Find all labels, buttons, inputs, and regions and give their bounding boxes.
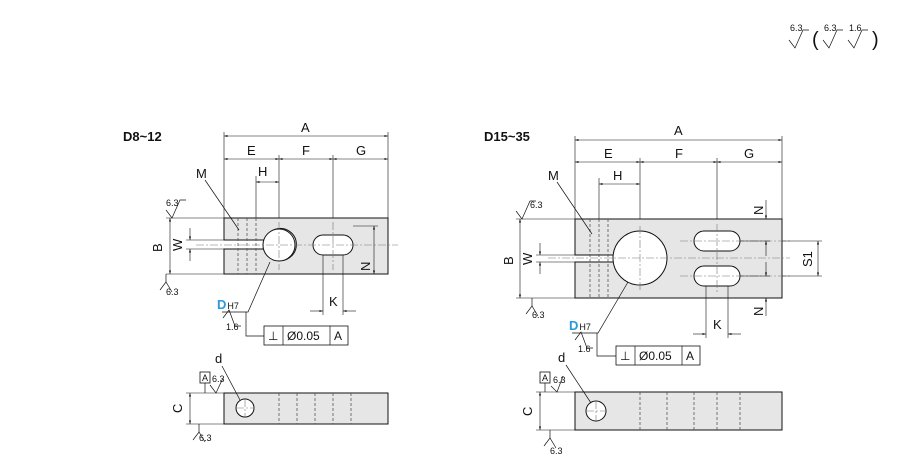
right-view: D15~35 A E F G H M xyxy=(484,123,822,456)
left-dim-B: B xyxy=(150,243,165,252)
left-roughness-side-bottom: 6.3 xyxy=(192,424,212,443)
right-dim-C: C xyxy=(520,407,535,416)
right-side-body xyxy=(574,391,783,431)
right-part-body xyxy=(574,218,783,299)
svg-text:6.3: 6.3 xyxy=(166,287,179,297)
svg-text:Ø0.05: Ø0.05 xyxy=(287,329,320,343)
right-label-d: d xyxy=(558,350,565,365)
svg-text:1.6: 1.6 xyxy=(226,322,239,332)
right-dim-A: A xyxy=(674,123,683,138)
svg-text:6.3: 6.3 xyxy=(553,375,566,385)
left-label-M: M xyxy=(196,166,207,181)
paren-open: ( xyxy=(812,29,819,51)
svg-text:1.6: 1.6 xyxy=(849,23,862,33)
svg-text:6.3: 6.3 xyxy=(550,446,563,456)
svg-text:⊥: ⊥ xyxy=(620,349,630,363)
svg-text:6.3: 6.3 xyxy=(824,23,837,33)
left-dim-K: K xyxy=(329,294,338,309)
left-view-title: D8~12 xyxy=(123,129,162,144)
left-roughness-side: 6.3 xyxy=(209,374,225,394)
roughness-symbol-default: 6.3 xyxy=(788,23,809,49)
right-dim-W: W xyxy=(520,252,535,265)
right-dim-S1: S1 xyxy=(800,251,815,267)
svg-text:6.3: 6.3 xyxy=(166,198,179,208)
left-dim-E: E xyxy=(247,143,256,158)
svg-text:A: A xyxy=(334,329,342,343)
right-dim-E: E xyxy=(604,146,613,161)
svg-text:A: A xyxy=(542,373,548,383)
roughness-symbol-alt2: 1.6 xyxy=(847,23,868,49)
left-dim-H: H xyxy=(258,164,267,179)
right-dim-N-bottom: N xyxy=(751,307,766,316)
surface-finish-legend: 6.3 ( 6.3 1.6 ) xyxy=(788,23,879,51)
left-dim-W: W xyxy=(170,238,185,251)
right-dim-B: B xyxy=(501,256,516,265)
right-label-M: M xyxy=(548,168,559,183)
left-datum-A: A xyxy=(199,371,211,393)
paren-close: ) xyxy=(872,29,879,51)
svg-text:6.3: 6.3 xyxy=(790,23,803,33)
svg-text:A: A xyxy=(202,373,208,383)
svg-text:1.6: 1.6 xyxy=(578,344,591,354)
right-bore-spec: DH7 xyxy=(569,318,591,333)
left-dim-C: C xyxy=(170,404,185,413)
svg-text:6.3: 6.3 xyxy=(199,433,212,443)
right-dim-F: F xyxy=(675,146,683,161)
right-view-title: D15~35 xyxy=(484,129,530,144)
right-roughness-side: 6.3 xyxy=(550,375,566,393)
svg-text:6.3: 6.3 xyxy=(532,310,545,320)
svg-text:6.3: 6.3 xyxy=(212,374,225,384)
left-dim-F: F xyxy=(302,143,310,158)
right-dim-H: H xyxy=(613,168,622,183)
svg-text:6.3: 6.3 xyxy=(530,200,543,210)
left-view: D8~12 A E F G H M xyxy=(123,120,398,443)
svg-text:Ø0.05: Ø0.05 xyxy=(639,349,672,363)
roughness-symbol-alt1: 6.3 xyxy=(822,23,843,49)
svg-text:⊥: ⊥ xyxy=(268,329,278,343)
left-roughness-bore: 1.6 xyxy=(222,309,241,332)
left-label-d: d xyxy=(215,351,222,366)
left-tolerance-frame: ⊥ Ø0.05 A xyxy=(263,325,349,346)
left-dim-A: A xyxy=(301,120,310,135)
svg-text:A: A xyxy=(686,349,694,363)
right-roughness-bottom: 6.3 xyxy=(525,298,545,320)
left-dim-G: G xyxy=(356,143,366,158)
right-roughness-bore: 1.6 xyxy=(574,331,593,354)
left-dim-N: N xyxy=(358,262,373,271)
left-roughness-top: 6.3 xyxy=(165,198,186,219)
right-tolerance-frame: ⊥ Ø0.05 A xyxy=(615,345,701,366)
right-roughness-top: 6.3 xyxy=(515,200,543,220)
left-bore-spec: DH7 xyxy=(217,297,239,312)
right-dim-N-top: N xyxy=(751,206,766,215)
left-roughness-bottom: 6.3 xyxy=(159,274,179,297)
right-dim-K: K xyxy=(713,317,722,332)
right-dim-G: G xyxy=(744,146,754,161)
right-roughness-side-bottom: 6.3 xyxy=(543,430,563,456)
right-datum-A: A xyxy=(539,371,551,392)
